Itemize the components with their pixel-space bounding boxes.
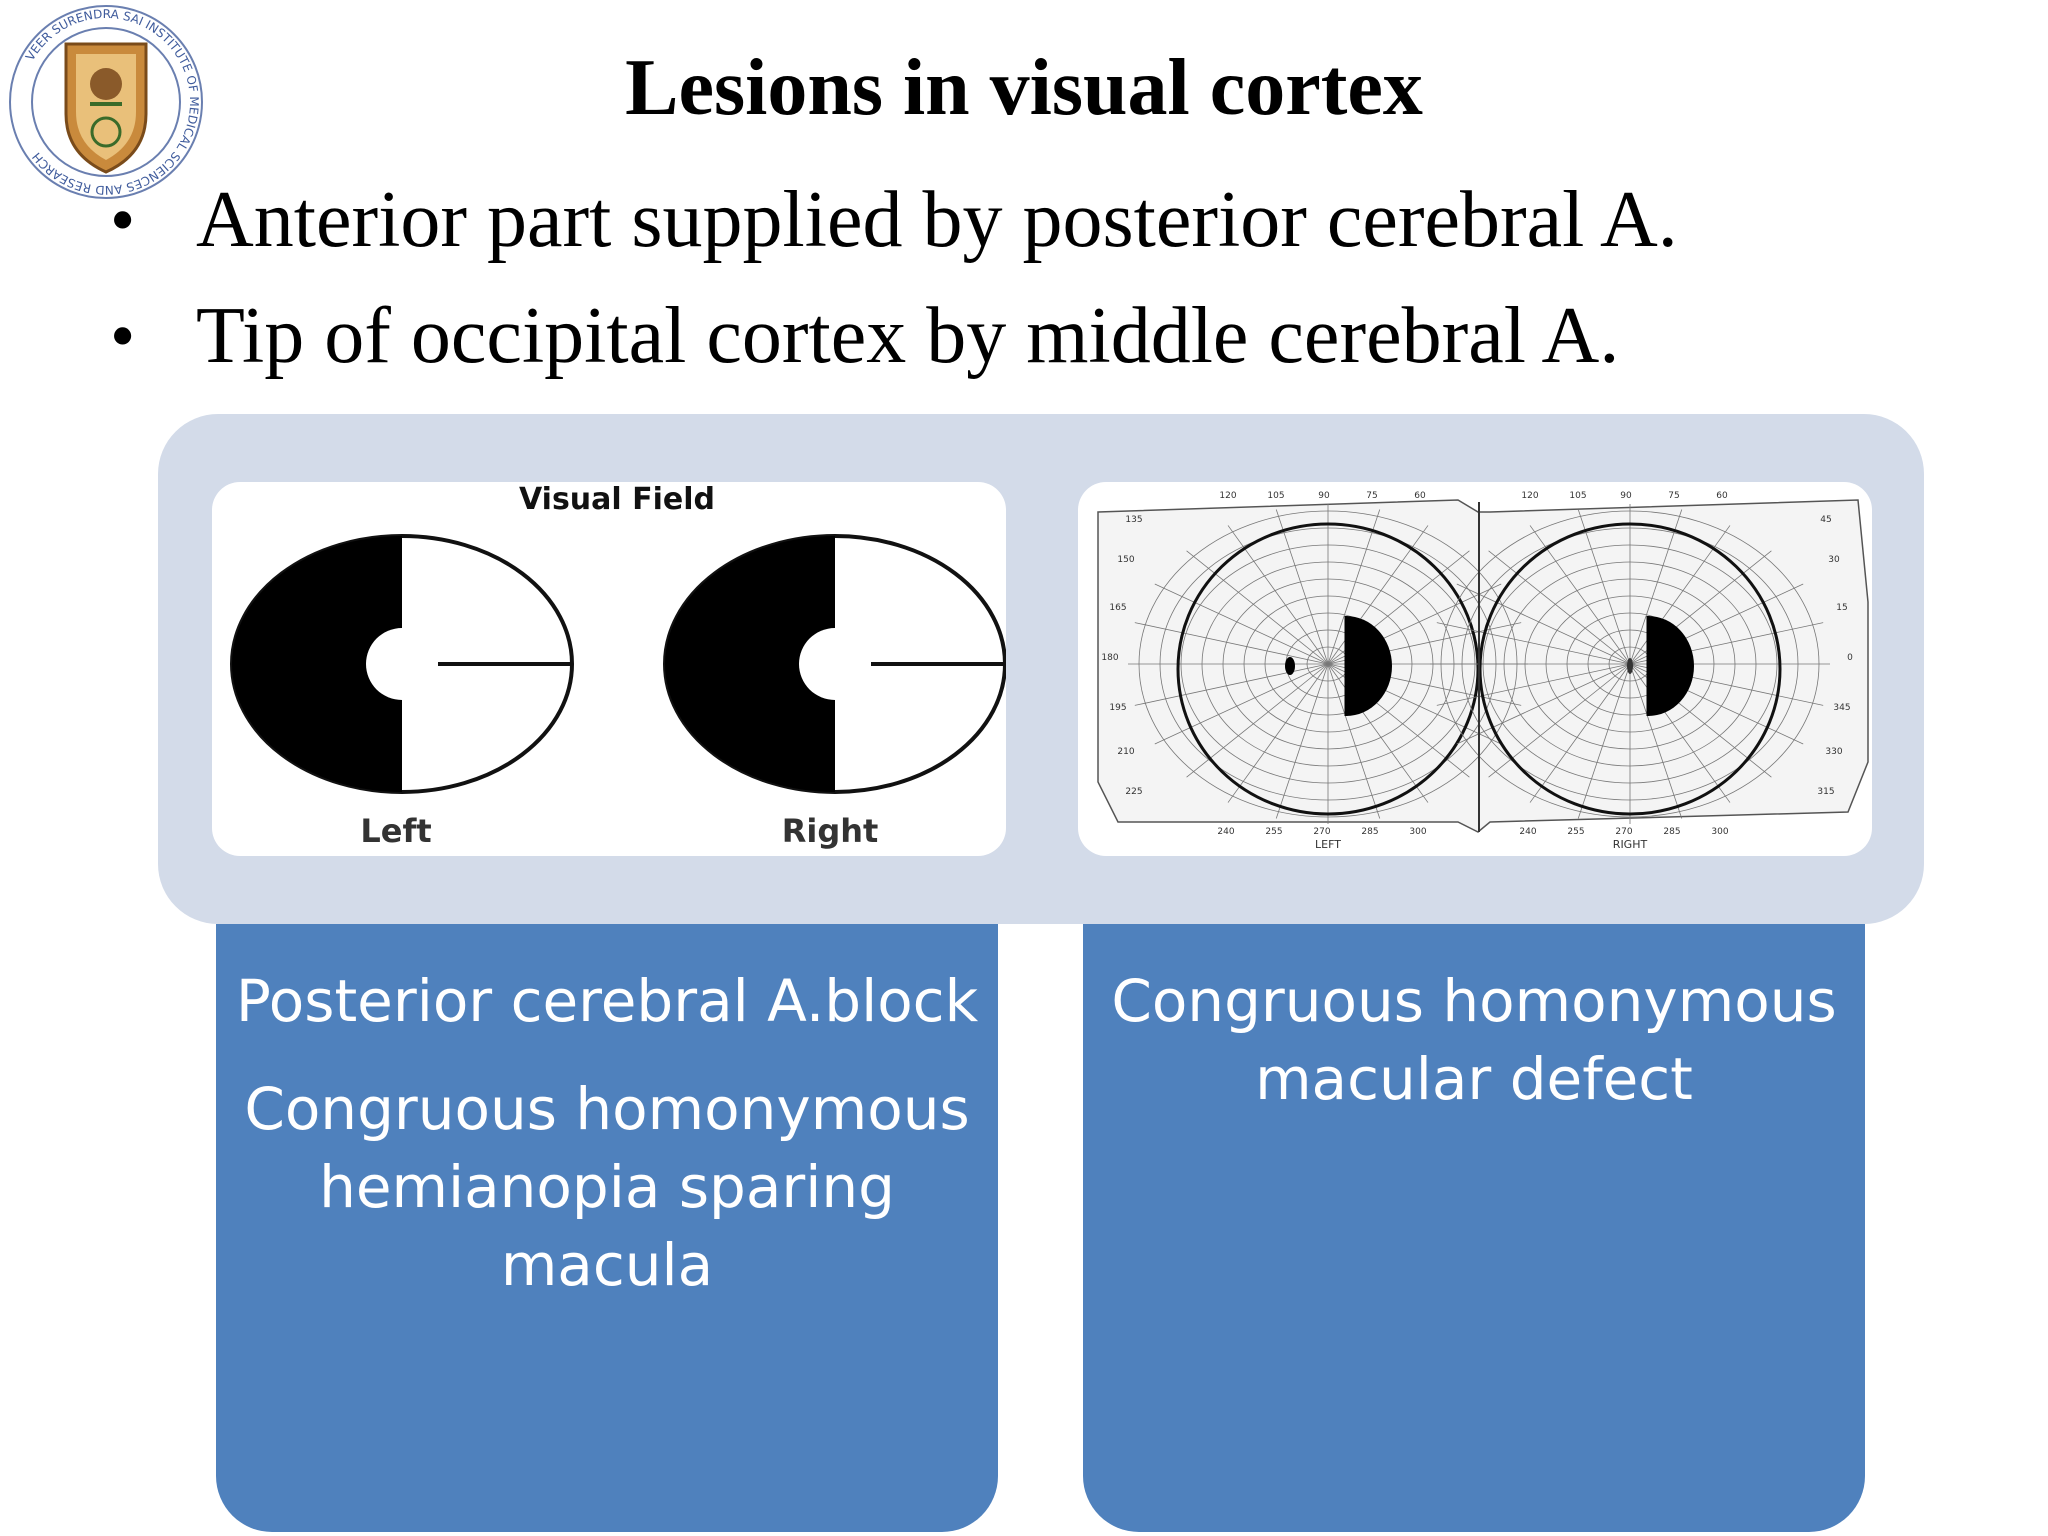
bullet-item: •Tip of occipital cortex by middle cereb… xyxy=(110,296,1678,412)
perimetry-meridian xyxy=(1577,663,1631,819)
degree-label: 195 xyxy=(1109,703,1126,713)
perimetry-meridian xyxy=(1488,550,1631,665)
degree-label: 90 xyxy=(1318,491,1330,501)
visual-field-heading: Visual Field xyxy=(519,482,715,517)
degree-label: 120 xyxy=(1219,491,1236,501)
perimetry-meridian xyxy=(1134,663,1329,706)
perimetry-meridian xyxy=(1275,509,1329,665)
perimetry-meridian xyxy=(1327,509,1381,665)
perimetry-ring xyxy=(1461,527,1799,801)
degree-label: 240 xyxy=(1217,827,1234,837)
degree-label: 60 xyxy=(1414,491,1426,501)
degree-label: 240 xyxy=(1519,827,1536,837)
institute-logo: VEER SURENDRA SAI INSTITUTE OF MEDICAL S… xyxy=(9,5,203,199)
perimetry-ring xyxy=(1243,595,1413,733)
perimetry-meridian xyxy=(1154,583,1329,665)
right-eye-field xyxy=(663,534,1006,794)
perimetry-meridian xyxy=(1456,583,1631,665)
degree-label: 315 xyxy=(1817,787,1834,797)
visual-field-figure: Visual Field Left Right xyxy=(212,482,1006,856)
perimetry-figure: 120 120 105 105 90 90 75 75 60 60 240 240 255 255 270 2… xyxy=(1078,482,1872,856)
bullet-text: Anterior part supplied by posterior cere… xyxy=(196,176,1678,264)
perimetry-ring xyxy=(1440,510,1820,818)
degree-label: 180 xyxy=(1101,653,1118,663)
degree-label: 300 xyxy=(1409,827,1426,837)
degree-label: 0 xyxy=(1847,653,1853,663)
degree-label: 30 xyxy=(1828,555,1840,565)
slide-title: Lesions in visual cortex xyxy=(625,44,1423,132)
card-left-title: Posterior cerebral A.block xyxy=(235,967,979,1035)
card-posterior-cerebral: Posterior cerebral A.block Congruous hom… xyxy=(216,924,998,1532)
perimetry-meridian xyxy=(1629,663,1683,819)
perimetry-meridian xyxy=(1456,663,1631,745)
perimetry-meridian xyxy=(1275,663,1329,819)
bullet-dot: • xyxy=(110,296,136,376)
left-eye-label: Left xyxy=(360,812,431,850)
bullet-list: •Anterior part supplied by posterior cer… xyxy=(110,180,1678,412)
degree-label: 285 xyxy=(1663,827,1680,837)
degree-label: 285 xyxy=(1361,827,1378,837)
perimetry-ring xyxy=(1524,578,1736,750)
degree-label: 255 xyxy=(1265,827,1282,837)
perimetry-meridian xyxy=(1577,509,1631,665)
degree-label: 105 xyxy=(1569,491,1586,501)
left-eye-field xyxy=(230,534,574,794)
perimetry-grid xyxy=(1097,499,1869,833)
degree-label: 255 xyxy=(1567,827,1584,837)
perimetry-meridian xyxy=(1154,663,1329,745)
perimetry-meridian xyxy=(1134,622,1329,665)
right-eye-label: Right xyxy=(782,812,879,850)
perimetry-right-label: RIGHT xyxy=(1613,838,1648,851)
macular-defect xyxy=(1648,616,1694,716)
degree-label: 75 xyxy=(1366,491,1377,501)
perimetry-left-eye xyxy=(1128,504,1528,824)
blind-spot xyxy=(1285,657,1295,675)
degree-label: 15 xyxy=(1836,603,1847,613)
perimetry-meridian xyxy=(1436,663,1631,706)
perimetry-meridian xyxy=(1629,509,1683,665)
perimetry-left-label: LEFT xyxy=(1315,838,1341,851)
bullet-text: Tip of occipital cortex by middle cerebr… xyxy=(196,292,1620,380)
degree-label: 45 xyxy=(1820,515,1831,525)
macular-defect xyxy=(1346,616,1392,716)
perimetry-meridian xyxy=(1529,663,1631,803)
degree-label: 135 xyxy=(1125,515,1142,525)
perimetry-meridian xyxy=(1436,622,1631,665)
degree-label: 345 xyxy=(1833,703,1850,713)
card-macular-defect: Congruous homonymous macular defect xyxy=(1083,924,1865,1532)
perimetry-degree-labels: 120 120 105 105 90 90 75 75 60 60 240 240 255 255 270 2… xyxy=(1101,491,1853,837)
degree-label: 150 xyxy=(1117,555,1134,565)
degree-label: 300 xyxy=(1711,827,1728,837)
card-left-body: Congruous homonymous hemianopia sparing … xyxy=(244,1075,970,1299)
card-right-body: Congruous homonymous macular defect xyxy=(1111,967,1837,1113)
degree-label: 270 xyxy=(1313,827,1330,837)
degree-label: 270 xyxy=(1615,827,1632,837)
perimetry-right-eye xyxy=(1430,504,1830,824)
perimetry-meridian xyxy=(1327,663,1381,819)
bullet-item: •Anterior part supplied by posterior cer… xyxy=(110,180,1678,296)
degree-label: 165 xyxy=(1109,603,1126,613)
perimetry-ring xyxy=(1545,595,1715,733)
degree-label: 120 xyxy=(1521,491,1538,501)
degree-label: 330 xyxy=(1825,747,1842,757)
perimetry-meridian xyxy=(1186,550,1329,665)
bullet-dot: • xyxy=(110,180,136,260)
degree-label: 225 xyxy=(1125,787,1142,797)
degree-label: 60 xyxy=(1716,491,1728,501)
degree-label: 75 xyxy=(1668,491,1679,501)
perimetry-ring xyxy=(1482,544,1778,784)
degree-label: 90 xyxy=(1620,491,1632,501)
blind-spot xyxy=(1627,658,1633,674)
degree-label: 105 xyxy=(1267,491,1284,501)
perimetry-ring xyxy=(1503,561,1757,767)
perimetry-meridian xyxy=(1227,663,1329,803)
degree-label: 210 xyxy=(1117,747,1134,757)
